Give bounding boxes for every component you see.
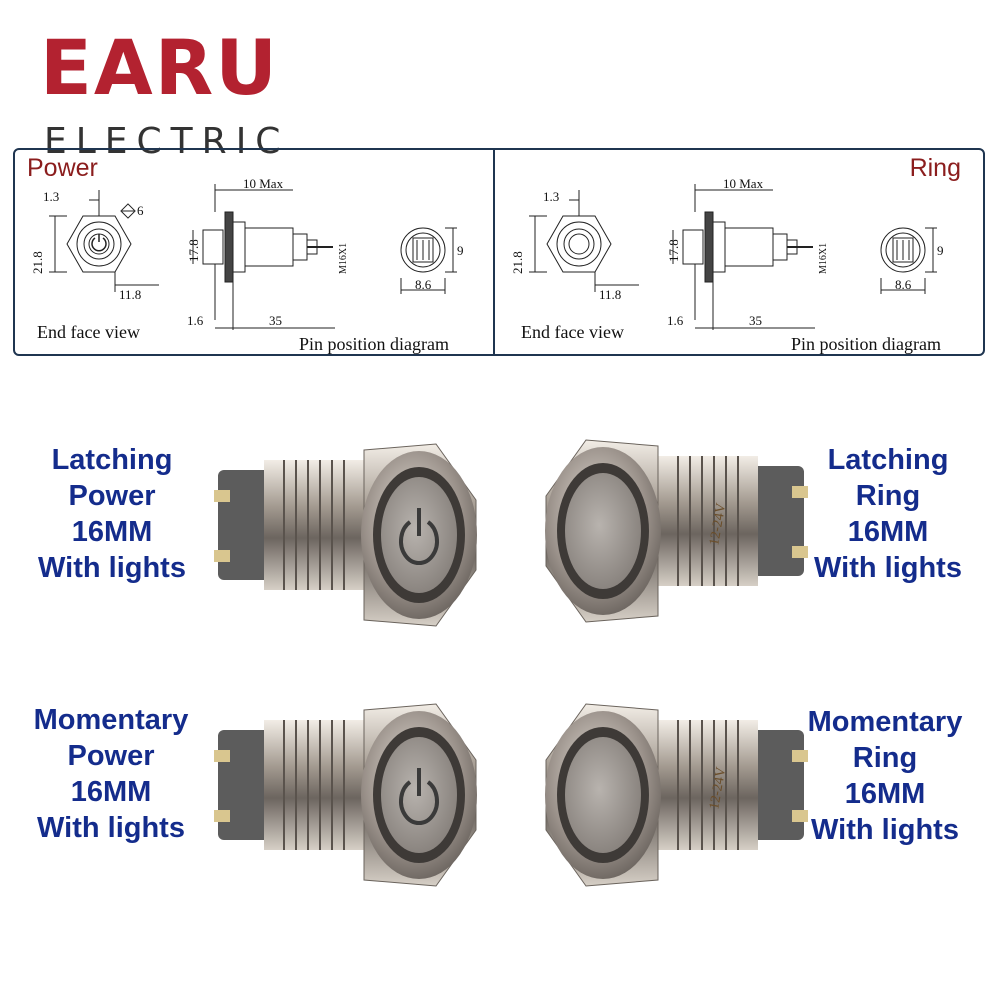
voltage-mark: 12-24V xyxy=(707,502,729,547)
power-spec-section: Power xyxy=(15,150,493,354)
dim-9: 9 xyxy=(457,243,464,258)
dim-11-8: 11.8 xyxy=(119,287,142,302)
voltage-mark: 12-24V xyxy=(707,766,729,811)
dim-35: 35 xyxy=(749,313,762,328)
label-latching-ring: Latching Ring 16MM With lights xyxy=(814,444,962,584)
dim-1-3: 1.3 xyxy=(43,189,60,204)
power-technical-drawing xyxy=(49,184,457,330)
dim-1-6: 1.6 xyxy=(187,313,204,328)
product-image-momentary-ring: 12-24V xyxy=(528,700,808,890)
product-image-latching-power xyxy=(214,440,494,630)
dim-m16x1: M16X1 xyxy=(818,242,829,274)
brand-name: EARU xyxy=(40,23,279,112)
pin-position-caption: Pin position diagram xyxy=(299,334,449,354)
label-momentary-ring: Momentary Ring 16MM With lights xyxy=(807,706,963,846)
power-icon xyxy=(399,520,439,566)
ring-icon xyxy=(565,473,641,589)
dim-35: 35 xyxy=(269,313,282,328)
dim-8-6: 8.6 xyxy=(415,277,432,292)
ring-spec-section: Ring xyxy=(495,150,973,354)
end-face-view-caption: End face view xyxy=(37,322,140,342)
dim-17-8: 17.8 xyxy=(186,239,201,262)
dim-6: 6 xyxy=(137,203,144,218)
label-momentary-power: Momentary Power 16MM With lights xyxy=(33,704,189,844)
dim-17-8: 17.8 xyxy=(666,239,681,262)
dim-10-max: 10 Max xyxy=(243,176,284,191)
dim-21-8: 21.8 xyxy=(30,251,45,274)
end-face-view-caption: End face view xyxy=(521,322,624,342)
dimension-spec-panel: Power xyxy=(13,148,985,356)
product-image-latching-ring: 12-24V xyxy=(528,436,808,626)
dim-10-max: 10 Max xyxy=(723,176,764,191)
ring-spec-title: Ring xyxy=(909,154,961,182)
dim-21-8: 21.8 xyxy=(510,251,525,274)
pin-position-caption: Pin position diagram xyxy=(791,334,941,354)
power-icon xyxy=(399,780,439,826)
ring-technical-drawing xyxy=(529,184,937,330)
dim-1-3: 1.3 xyxy=(543,189,560,204)
dim-1-6: 1.6 xyxy=(667,313,684,328)
dim-m16x1: M16X1 xyxy=(338,242,349,274)
label-latching-power: Latching Power 16MM With lights xyxy=(38,444,186,584)
panel-divider xyxy=(493,150,495,354)
brand-logo: EARU ELECTRIC xyxy=(40,23,310,162)
dim-9: 9 xyxy=(937,243,944,258)
ring-icon xyxy=(565,737,641,853)
dim-11-8: 11.8 xyxy=(599,287,622,302)
brand-subtitle: ELECTRIC xyxy=(44,121,290,162)
product-image-momentary-power xyxy=(214,700,494,890)
power-spec-title: Power xyxy=(27,154,98,182)
dim-8-6: 8.6 xyxy=(895,277,912,292)
